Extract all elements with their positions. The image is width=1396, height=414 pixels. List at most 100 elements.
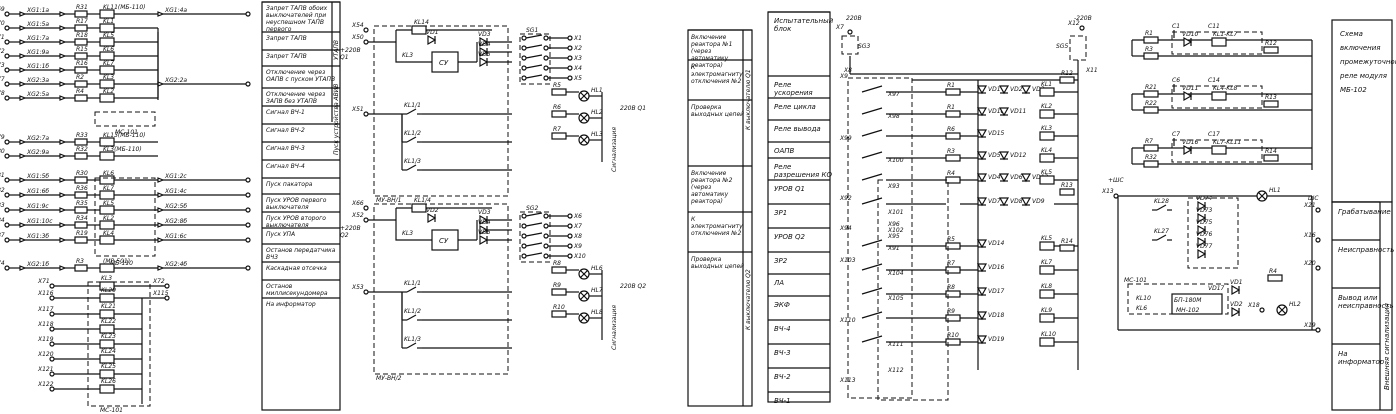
relay-coil: [1039, 109, 1055, 119]
terminal-label: X83: [0, 202, 5, 209]
terminal-label: X97: [887, 91, 900, 98]
terminal: [1315, 265, 1321, 271]
resistor: [1059, 244, 1075, 252]
pin-label: XG2:8б: [164, 218, 187, 225]
terminal-label: X1: [573, 35, 582, 42]
coil-label: KL20: [101, 287, 116, 294]
resistor: [74, 221, 88, 229]
resistor-label: R32: [76, 146, 88, 153]
legend-item: ЗР1: [774, 209, 787, 217]
pin-label: XG1:1б: [26, 63, 49, 70]
resistor-label: R7: [947, 260, 955, 267]
resistor: [551, 266, 567, 274]
terminal-label: X98: [887, 113, 900, 120]
terminal-label: X105: [887, 295, 904, 302]
output-terminal: [567, 233, 573, 239]
diode: [976, 335, 988, 345]
resistor-label: R33: [76, 132, 88, 139]
legend-item: ЭКФ: [773, 301, 790, 309]
diode: [976, 197, 988, 207]
coil-label: KL13(МБ-110): [103, 132, 146, 139]
switch-blade: [525, 252, 543, 257]
coil-label: KL5: [103, 200, 114, 207]
switch-blade: [525, 44, 543, 49]
switch-blade: [861, 173, 883, 181]
plug-arrow: [19, 207, 27, 213]
diode-label: VD5: [478, 51, 491, 58]
diode: [976, 129, 988, 139]
terminal: [521, 75, 527, 81]
resistor: [74, 191, 88, 199]
terminal-label: X7: [573, 223, 582, 230]
output-terminal: [245, 222, 251, 228]
resistor: [1263, 154, 1279, 162]
module-label: МС-101: [115, 129, 138, 136]
legend-side-label: Пуск устройства АВИВ: [333, 84, 340, 155]
resistor: [1143, 106, 1159, 114]
diode: [1197, 236, 1207, 248]
capacitor-label: C17: [1208, 131, 1220, 138]
diode: [976, 151, 988, 161]
legend-side-label: К выключателю Q2: [745, 269, 752, 330]
relay-coil: [99, 263, 115, 273]
resistor-label: R32: [1145, 154, 1157, 161]
diode-label: VD16: [988, 264, 1005, 271]
diode-label: VD16: [1182, 139, 1199, 146]
resistor: [945, 154, 961, 162]
legend-item: ЗР2: [774, 257, 788, 265]
resistor-label: R34: [76, 215, 88, 222]
terminal: [521, 253, 527, 259]
relay-coil: [99, 309, 115, 319]
input-terminal: [4, 192, 10, 198]
relay-coil: [99, 324, 115, 334]
terminal-label: X8: [843, 67, 852, 74]
terminal-label: X9: [839, 73, 848, 80]
coil-label: KL7-KL11: [1213, 139, 1241, 146]
input-terminal: [363, 27, 369, 33]
coil-label: KL8: [1041, 283, 1052, 290]
legend-item: Реле вывода: [774, 125, 821, 133]
legend-title: Схемавключенияпромежуточногореле модуляМ…: [1339, 30, 1396, 94]
coil-label: KL5: [103, 32, 114, 39]
pin-label: XG2:2a: [164, 77, 187, 84]
plug-arrow: [19, 39, 27, 45]
output-terminal: [567, 75, 573, 81]
resistor: [74, 38, 88, 46]
diode-label: VD73: [1196, 207, 1213, 214]
contact: [406, 286, 417, 293]
resistor-label: R8: [553, 260, 561, 267]
switch-label: SG1: [526, 27, 538, 34]
output-terminal: [567, 213, 573, 219]
terminal: [521, 223, 527, 229]
pin-label: XG1:10c: [26, 218, 53, 225]
diode-label: VD14: [988, 240, 1005, 247]
output-terminal: [567, 45, 573, 51]
plug-arrow: [19, 177, 27, 183]
supply-label: Q1: [340, 54, 349, 61]
resistor-label: R14: [1265, 148, 1277, 155]
diode: [479, 234, 489, 246]
contact: [406, 136, 417, 143]
diode-label: VD10: [1182, 31, 1199, 38]
pin-label: XG1:7a: [26, 35, 49, 42]
resistor: [1059, 188, 1075, 196]
switch-blade: [861, 85, 883, 93]
diode-label: VD6: [1010, 174, 1023, 181]
terminal-label: X113: [839, 377, 856, 384]
resistor: [74, 24, 88, 32]
output-terminal: [567, 35, 573, 41]
switch-blade: [861, 263, 883, 271]
diode-label: VD75: [1196, 219, 1213, 226]
pin-label: XG2:5б: [164, 203, 187, 210]
terminal-label: X54: [351, 22, 364, 29]
resistor-label: R13: [1061, 182, 1073, 189]
plug-arrow: [59, 207, 67, 213]
terminal: [543, 213, 549, 219]
plug-arrow: [59, 81, 67, 87]
coil-label: KL25: [101, 363, 116, 370]
legend-side-label: УТАПВ: [333, 40, 340, 60]
diode: [976, 85, 988, 95]
